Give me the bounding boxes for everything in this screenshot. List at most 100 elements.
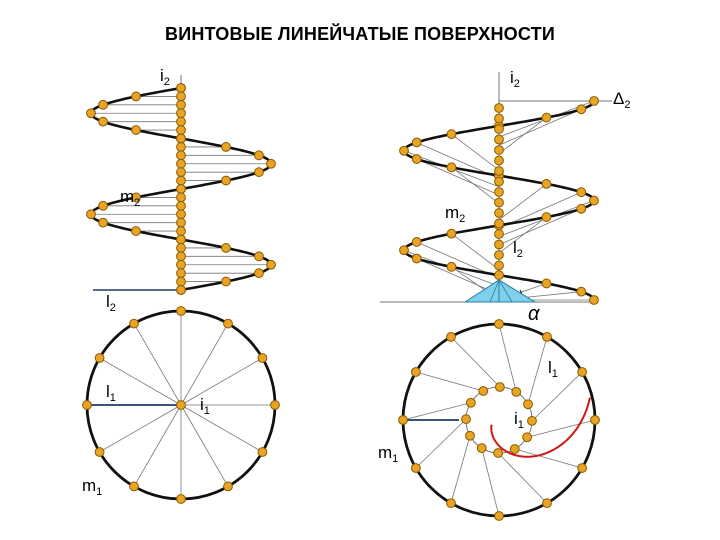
left-axis-front-label: i2 [160, 66, 170, 88]
right-top-generatrix [527, 336, 548, 405]
right-top-outer-point [410, 367, 421, 377]
right-top-inner-point [494, 382, 505, 392]
right-top-inner-point [478, 386, 489, 396]
right-helix-point [541, 212, 552, 222]
right-top-generatrix [497, 452, 548, 504]
left-top-point [82, 400, 92, 410]
right-axis-top-label: i1 [514, 409, 524, 431]
right-top-outer-point [590, 415, 600, 425]
left-axis-point [176, 108, 186, 119]
left-helix-point [221, 142, 231, 152]
left-top-point [257, 353, 268, 363]
left-helix-point [266, 158, 276, 169]
left-helix-point [254, 251, 264, 262]
construction-lines [87, 72, 612, 517]
right-generatrix-line [498, 108, 582, 146]
right-helix-point [494, 270, 504, 281]
right-helix-point [411, 137, 422, 148]
left-helix-top-label: m1 [82, 476, 102, 498]
left-axis-point [176, 234, 186, 245]
right-top-inner-point [523, 399, 533, 410]
left-helix-point [86, 108, 96, 119]
right-director-plane-label: Δ2 [613, 89, 630, 111]
left-radial-line [99, 404, 182, 453]
left-radial-line [180, 404, 229, 487]
left-helix-point [221, 276, 231, 287]
left-radial-line [133, 323, 182, 406]
right-helix-point [589, 96, 599, 106]
director-cone-line [498, 279, 513, 303]
left-axis-point [176, 158, 186, 169]
left-axis-point [176, 175, 186, 186]
right-helix-point [446, 228, 457, 239]
right-top-inner-point [493, 448, 504, 458]
right-generatrix-top-label: l1 [548, 358, 558, 380]
right-axis-point [494, 166, 504, 176]
right-helix-point [411, 154, 422, 164]
left-axis-point [176, 99, 186, 110]
left-axis-point [176, 150, 186, 161]
left-axis-point [176, 259, 186, 270]
right-generatrix-line [451, 233, 500, 270]
right-top-generatrix [450, 336, 501, 388]
right-helix-point [399, 245, 409, 256]
right-axis-point [494, 208, 504, 218]
right-helix-point [589, 295, 599, 305]
page-title: ВИНТОВЫЕ ЛИНЕЙЧАТЫЕ ПОВЕРХНОСТИ [165, 24, 555, 44]
right-top-outer-point [494, 511, 504, 521]
right-axis-front-label: i2 [510, 68, 520, 90]
right-axis-point [494, 218, 504, 229]
right-top-inner-point [476, 443, 487, 454]
right-top-outer-point [410, 463, 421, 473]
right-top-outer-point [542, 331, 552, 342]
right-top-inner-point [522, 432, 533, 443]
right-helix-point [576, 104, 587, 115]
left-axis-point [176, 142, 186, 152]
left-generatrix-front-label: l2 [106, 292, 116, 314]
left-axis-point [176, 276, 186, 287]
right-axis-point [494, 250, 504, 260]
right-top-generatrix [527, 419, 596, 438]
left-helix-point [254, 150, 264, 161]
right-axis-point [494, 134, 504, 145]
left-top-point [223, 481, 233, 492]
construction-points [82, 83, 600, 521]
left-top-point [176, 306, 186, 316]
left-radial-line [180, 404, 263, 453]
right-helix-front-label: m2 [445, 203, 465, 225]
left-radial-line [180, 323, 229, 406]
right-axis-point [494, 113, 504, 124]
left-axis-point [176, 184, 186, 194]
right-helix-point [541, 179, 552, 189]
left-radial-line [133, 404, 182, 487]
right-helix-point [411, 253, 422, 264]
director-cone-line [489, 279, 500, 303]
right-generatrix-line [498, 117, 547, 154]
left-top-point [223, 318, 233, 329]
director-cone-shape [463, 279, 537, 303]
right-top-inner-point [509, 444, 520, 454]
right-top-generatrix [450, 435, 471, 504]
right-axis-point [494, 176, 504, 187]
right-generatrix-line [498, 216, 547, 254]
right-top-outer-point [577, 367, 588, 377]
left-helix-point [221, 175, 231, 186]
left-radial-line [180, 357, 263, 406]
left-helix-front-label: m2 [120, 187, 140, 209]
left-helix-point [131, 125, 141, 135]
right-top-inner-point [461, 414, 471, 425]
right-top-generatrix [498, 323, 517, 392]
right-top-outer-point [398, 415, 408, 425]
left-axis-point [176, 116, 186, 127]
right-axis-point [494, 260, 504, 271]
right-generatrix-line [416, 158, 500, 196]
right-angle-label: α [528, 303, 540, 325]
right-axis-point [494, 239, 504, 250]
right-axis-point [494, 124, 504, 134]
left-axis-point [176, 133, 186, 144]
right-top-outer-point [446, 498, 456, 509]
left-axis-point [176, 268, 186, 279]
right-top-generatrix [481, 448, 500, 517]
right-top-generatrix [402, 402, 471, 421]
right-top-inner-point [465, 397, 476, 408]
